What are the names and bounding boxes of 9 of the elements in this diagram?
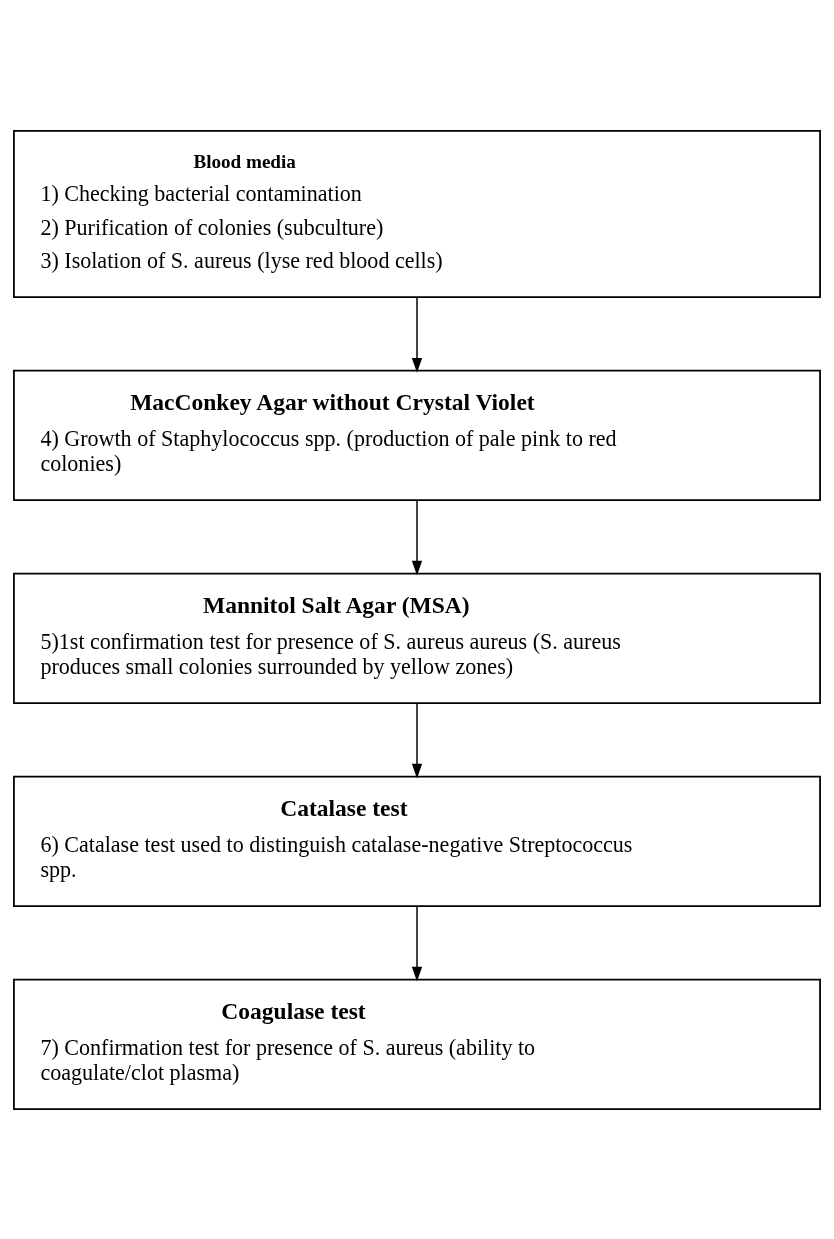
node-box: Coagulase test 7) Confirmation test for presence of S. aureus (ability to coagulate/clot plasma): [13, 978, 821, 1110]
arrow: [411, 904, 423, 982]
node-box: MacConkey Agar without Crystal Violet 4) Growth of Staphylococcus spp. (production of pale pink to red colonies): [13, 369, 821, 501]
node-box: Blood media 1) Checking bacterial contamination 2) Purification of colonies (subculture) 3) Isolation of S. aureus (lyse red blood cells): [13, 129, 821, 298]
arrow: [411, 296, 423, 373]
node-box: Catalase test 6) Catalase test used to distinguish catalase-negative Streptococcus spp.: [13, 775, 821, 907]
arrow: [411, 701, 423, 779]
node-box: Mannitol Salt Agar (MSA) 5)1st confirmation test for presence of S. aureus aureus (S. aureus produces small colonies surrounded by yellow zones): [13, 572, 821, 704]
arrow: [411, 498, 423, 576]
